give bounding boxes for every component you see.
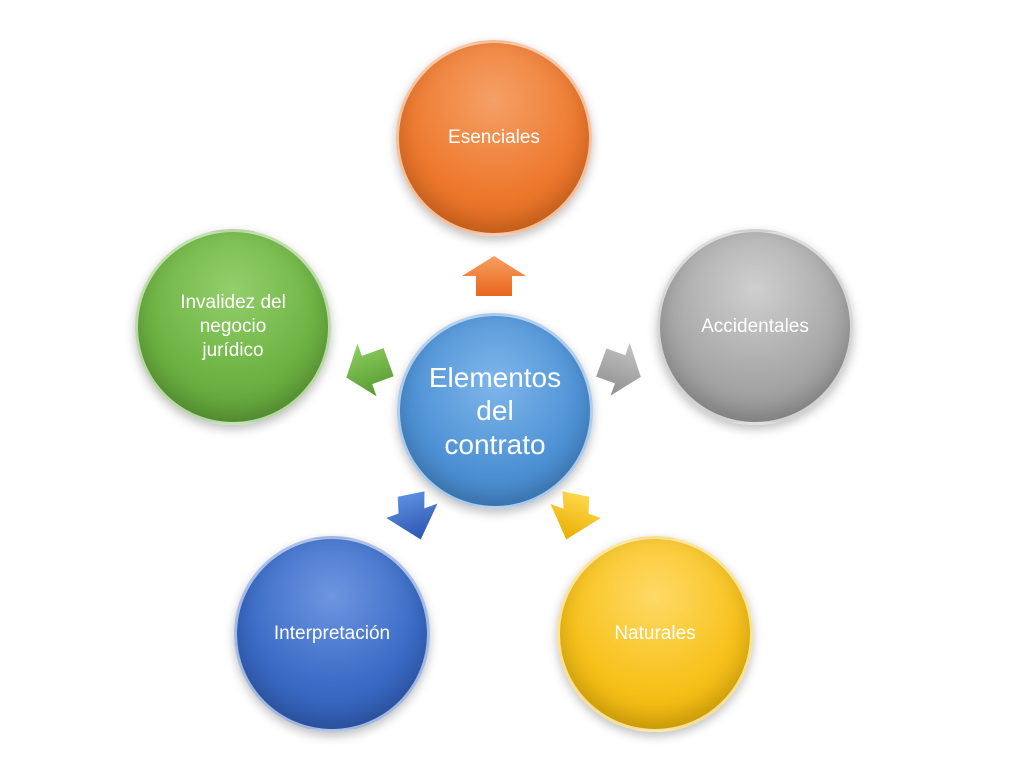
node-esenciales: Esenciales [396, 40, 592, 236]
node-esenciales-label: Esenciales [448, 126, 540, 148]
node-naturales-label: Naturales [614, 622, 696, 644]
node-invalidez: Invalidez del negocio jurídico [135, 229, 331, 425]
node-interpretacion-label: Interpretación [273, 622, 391, 644]
node-interpretacion: Interpretación [234, 536, 430, 732]
center-node-label: Elementos del contrato [428, 362, 562, 460]
arrow-to-naturales [550, 491, 601, 540]
arrow-to-invalidez [346, 343, 394, 397]
arrow-to-esenciales [462, 256, 526, 296]
node-accidentales-label: Accidentales [701, 315, 809, 337]
arrow-to-interpretacion [386, 491, 438, 540]
node-accidentales: Accidentales [657, 229, 853, 425]
node-invalidez-label: Invalidez del negocio jurídico [180, 291, 286, 362]
center-node: Elementos del contrato [397, 313, 593, 509]
arrow-to-accidentales [596, 343, 641, 396]
node-naturales: Naturales [557, 536, 753, 732]
